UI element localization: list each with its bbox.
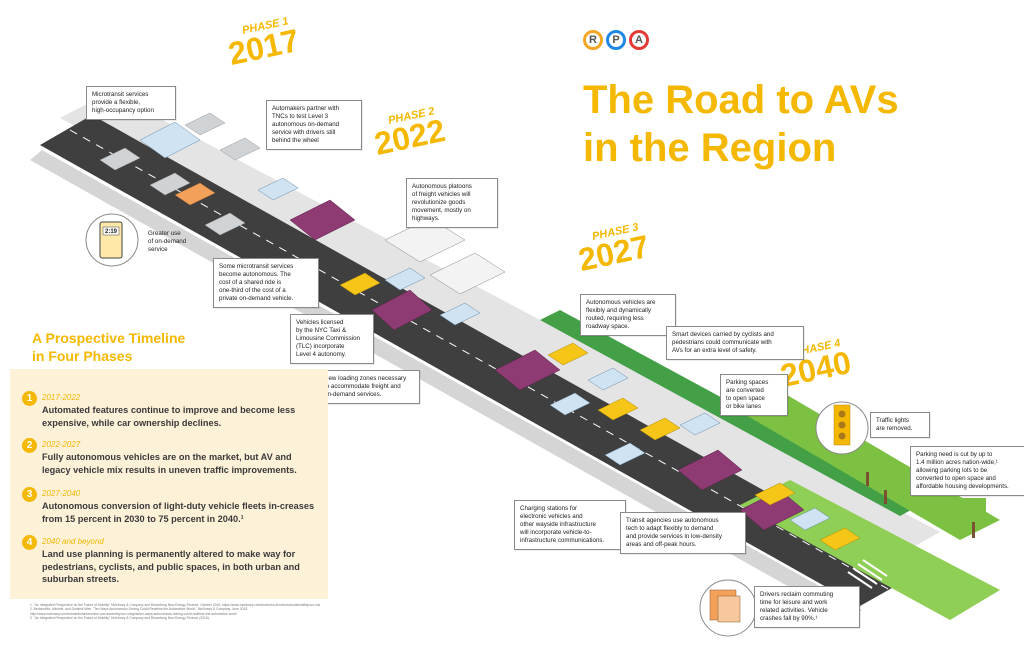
vehicle-av-car [604,442,646,466]
vehicle-av-car [679,412,721,436]
vehicle-legacy-car [204,212,246,236]
tree [876,468,896,504]
phase-description: Automated features continue to improve a… [42,405,296,428]
vehicle-taxi [597,397,639,421]
sidewalk-upper [60,92,940,560]
footnote: 2. Bertoncello, Michele, and Dominik Wee… [30,607,249,612]
vehicle-bus [289,199,356,241]
logo-letter-r: R [583,30,603,50]
phase-number: 3 [22,487,37,502]
vehicle-av-car [257,177,299,201]
vehicle-taxi [819,527,861,551]
callout-traffic-lights: Traffic lights are removed. [870,412,930,439]
phase-years: 2017-2022 [42,393,81,402]
footnote: http://www.mckinsey.com/industries/autom… [30,611,237,616]
footnote: 1. "An Integrated Perspective on the Fut… [30,603,320,607]
vehicle-av-car [549,392,591,416]
vehicle-taxi [754,482,796,506]
vehicle-legacy-car [99,147,141,171]
vehicle-av-car [384,267,426,291]
callout-transit-agencies: Transit agencies use autonomous tech to … [620,512,746,555]
vehicle-legacy-car [219,137,261,161]
tree [856,450,878,486]
phase-number: 1 [22,391,37,406]
page-title: The Road to AVs in the Region [583,78,899,170]
vehicle-taxi [547,342,589,366]
vehicle-bus [494,349,561,391]
phase-years: 2027-2040 [42,489,81,498]
callout-automakers: Automakers partner with TNCs to test Lev… [266,100,362,151]
tree [960,498,986,538]
vehicle-av-car [587,367,629,391]
vehicle-bus [677,449,743,491]
callout-parking-spaces: Parking spaces are converted to open spa… [720,374,788,417]
timeline-heading: A Prospective Timeline in Four Phases [32,330,186,364]
footnotes: 1. "An Integrated Perspective on the Fut… [30,603,320,621]
callout-microtransit-auto: Some microtransit services become autono… [213,258,319,309]
callout-smart-devices: Smart devices carried by cyclists and pe… [666,326,804,361]
vehicle-taxi-orange [174,182,216,206]
timeline-panel: 1 2017-2022 Automated features continue … [10,369,328,599]
footnote: 3. "An Integrated Perspective on the Fut… [30,616,210,621]
logo-letter-p: P [606,30,626,50]
callout-parking-need: Parking need is cut by up to 1.4 million… [910,446,1024,497]
rpa-logo: R P A [583,30,649,50]
callout-routed: Autonomous vehicles are flexibly and dyn… [580,294,676,337]
phone-time: 2:19 [105,229,118,235]
crosswalk [847,559,888,589]
callout-loading-zones: New loading zones necessary to accommoda… [318,370,420,405]
vehicle-legacy-car [184,112,226,136]
vehicle-bus [371,289,433,331]
callout-microtransit: Microtransit services provide a flexible… [86,86,176,121]
phone-icon [85,213,139,267]
phase-description: Fully autonomous vehicles are on the mar… [42,452,297,475]
vehicle-freight-truck [429,252,506,295]
phase-number: 4 [22,535,37,550]
vehicle-taxi [339,272,381,296]
callout-on-demand: Greater use of on-demand service [148,230,187,254]
callout-licensed-vehicles: Vehicles licensed by the NYC Taxi & Limo… [290,314,374,365]
vehicle-av-car [439,302,481,326]
phase-years: 2022-2027 [42,440,81,449]
phase-years: 2040 and beyond [42,537,104,546]
vehicle-av-car [789,507,831,531]
laptop-icon [699,579,757,637]
vehicle-legacy-car [149,172,191,196]
callout-charging: Charging stations for electronic vehicle… [514,500,626,551]
phase-description: Land use planning is permanently altered… [42,549,300,585]
vehicle-microtransit-van [139,121,201,159]
phase-number: 2 [22,438,37,453]
callout-drivers-reclaim: Drivers reclaim commuting time for leisu… [754,586,860,629]
vehicle-taxi [639,417,681,441]
traffic-light-icon [815,401,869,455]
logo-letter-a: A [629,30,649,50]
phase-description: Autonomous conversion of light-duty vehi… [42,501,315,524]
callout-platoons: Autonomous platoons of freight vehicles … [406,178,498,229]
